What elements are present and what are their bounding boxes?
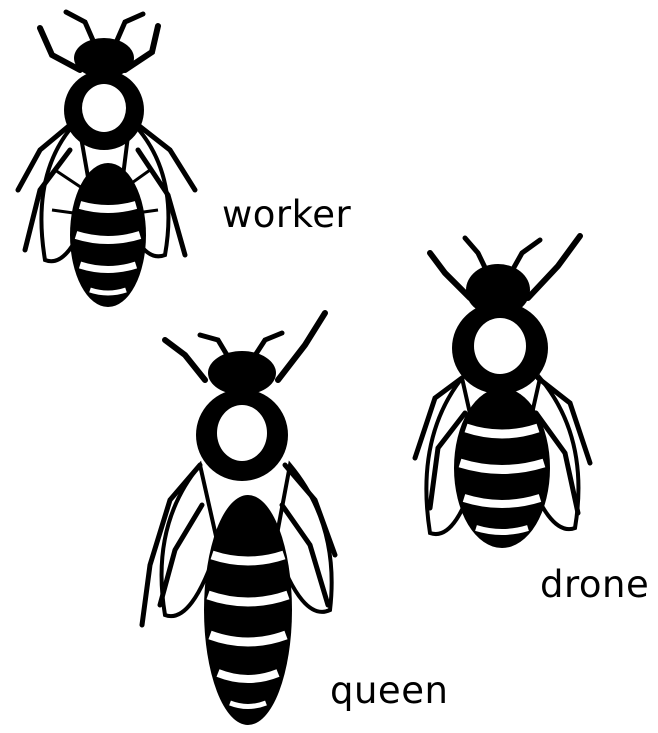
queen-bee-illustration	[130, 305, 370, 730]
drone-bee-illustration	[400, 228, 610, 558]
worker-label: worker	[222, 196, 351, 233]
worker-bee-illustration	[0, 0, 230, 320]
drone-label: drone	[540, 566, 649, 603]
queen-label: queen	[330, 672, 448, 709]
